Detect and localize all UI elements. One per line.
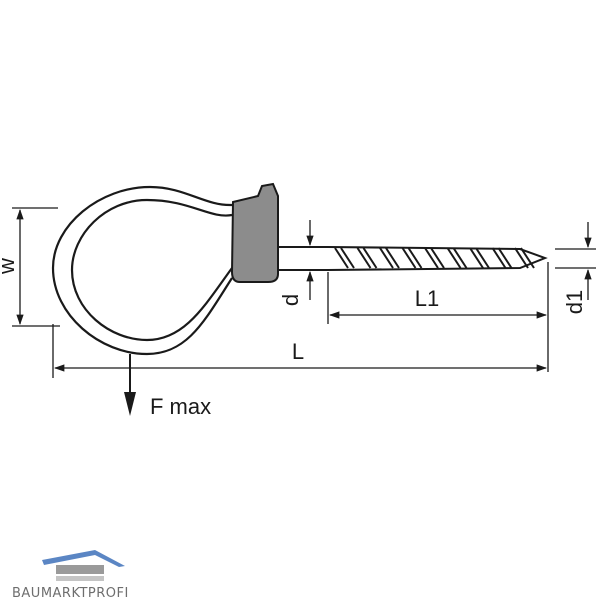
label-d1: d1 <box>562 290 587 314</box>
thread-crest <box>356 247 378 269</box>
brand-logo: BAUMARKTPROFI <box>12 550 129 600</box>
thread-crest <box>514 247 535 269</box>
thread-crest <box>401 247 423 269</box>
label-L1: L1 <box>415 286 439 311</box>
label-d: d <box>278 294 303 306</box>
screw-collar <box>230 182 279 283</box>
dimension-w <box>12 207 60 327</box>
dimension-L1 <box>327 262 549 372</box>
label-force: F max <box>150 394 211 419</box>
screw-thread <box>334 247 535 269</box>
thread-crest <box>424 247 445 269</box>
dimension-L <box>52 324 548 378</box>
thread-crest <box>446 247 468 269</box>
label-w: w <box>0 258 19 275</box>
brand-name: BAUMARKTPROFI <box>12 586 129 600</box>
force-arrowhead <box>124 392 136 416</box>
dimension-d <box>298 220 322 300</box>
logo-bar-icon <box>56 565 104 574</box>
label-L: L <box>292 339 304 364</box>
dimension-d1 <box>555 222 596 300</box>
thread-crest <box>379 247 400 269</box>
thread-crest <box>334 247 355 269</box>
thread-crest <box>491 247 513 269</box>
thread-crest <box>469 247 490 269</box>
screw-eye <box>51 185 233 356</box>
logo-roof-icon <box>42 550 125 567</box>
